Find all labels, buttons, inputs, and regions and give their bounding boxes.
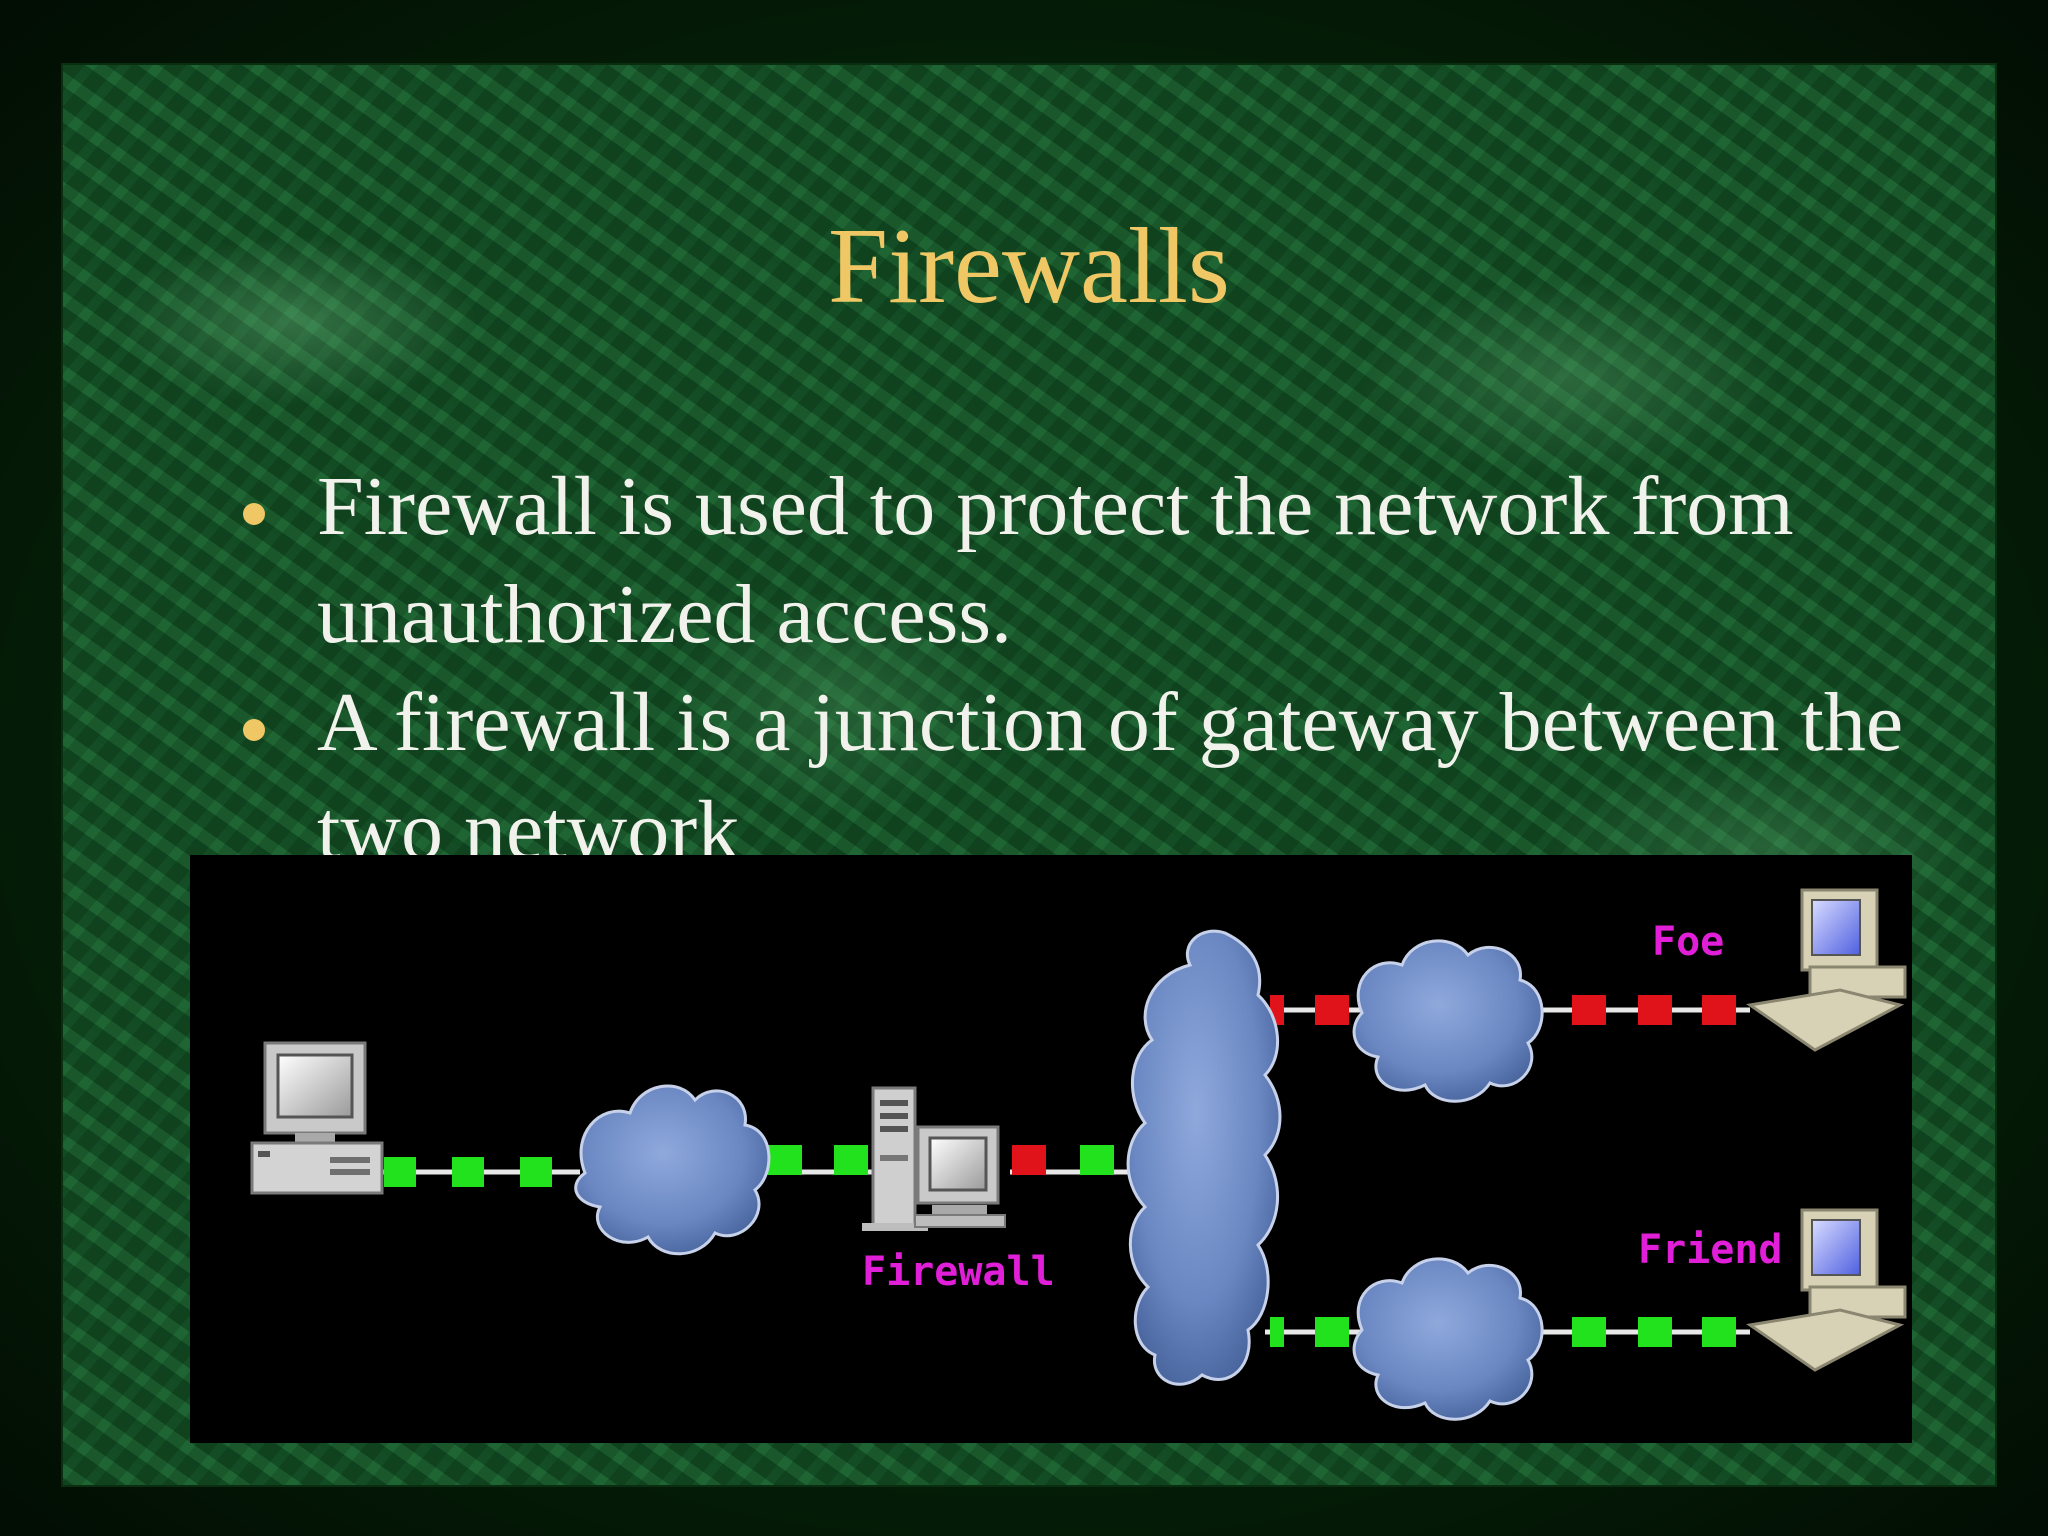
allowed-packet bbox=[452, 1157, 484, 1187]
firewall-label: Firewall bbox=[862, 1249, 1055, 1295]
local-network-cloud-icon bbox=[574, 1084, 771, 1256]
bullet-text: A firewall is a junction of gateway betw… bbox=[317, 676, 1904, 877]
allowed-packet bbox=[1080, 1145, 1114, 1175]
blocked-packets bbox=[1012, 995, 1736, 1175]
blocked-packet bbox=[1702, 995, 1736, 1025]
bullet-list: Firewall is used to protect the network … bbox=[181, 453, 1941, 885]
bullet-text: Firewall is used to protect the network … bbox=[317, 460, 1794, 661]
slide: Firewalls Firewall is used to protect th… bbox=[61, 63, 1997, 1487]
blocked-packet bbox=[1572, 995, 1606, 1025]
allowed-packet bbox=[1315, 1317, 1349, 1347]
slide-title: Firewalls bbox=[828, 207, 1230, 326]
local-computer-icon bbox=[250, 1041, 384, 1195]
allowed-packet bbox=[384, 1157, 416, 1187]
friend-network-cloud-icon bbox=[1352, 1257, 1544, 1421]
friend-label: Friend bbox=[1638, 1227, 1783, 1273]
blocked-packet bbox=[1638, 995, 1672, 1025]
firewall-computer-icon bbox=[862, 1086, 1006, 1231]
bullet-dot-icon bbox=[243, 719, 265, 741]
network-diagram-svg: Firewall Foe Friend bbox=[250, 888, 1907, 1421]
foe-computer-icon bbox=[1746, 888, 1907, 1052]
allowed-packet bbox=[1572, 1317, 1606, 1347]
bullet-item: A firewall is a junction of gateway betw… bbox=[181, 669, 1941, 885]
allowed-packet bbox=[768, 1145, 802, 1175]
allowed-packet bbox=[1638, 1317, 1672, 1347]
allowed-packet bbox=[1270, 1317, 1284, 1347]
foe-network-cloud-icon bbox=[1352, 939, 1544, 1103]
allowed-packet bbox=[834, 1145, 868, 1175]
network-diagram: Firewall Foe Friend bbox=[190, 855, 1912, 1443]
friend-computer-icon bbox=[1746, 1208, 1907, 1372]
foe-label: Foe bbox=[1652, 919, 1724, 965]
blocked-packet bbox=[1315, 995, 1349, 1025]
blocked-packet bbox=[1012, 1145, 1046, 1175]
allowed-packet bbox=[1702, 1317, 1736, 1347]
allowed-packets bbox=[384, 1145, 1736, 1347]
allowed-packet bbox=[520, 1157, 552, 1187]
bullet-dot-icon bbox=[243, 503, 265, 525]
bullet-item: Firewall is used to protect the network … bbox=[181, 453, 1941, 669]
internet-cloud-icon bbox=[1126, 929, 1282, 1386]
